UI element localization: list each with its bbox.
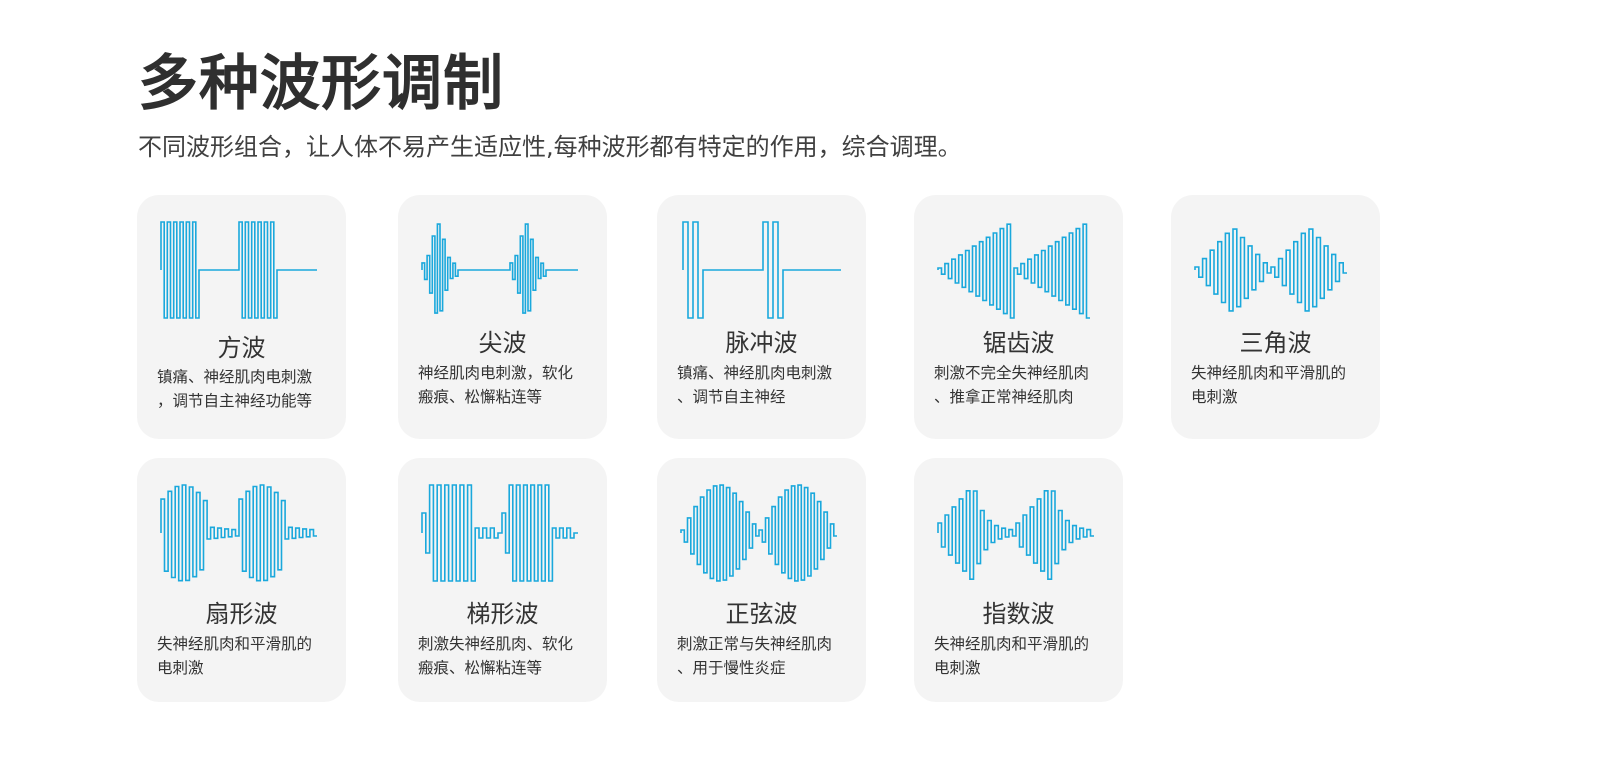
wave-card-spike: 尖波 神经肌肉电刺激，软化 瘢痕、松懈粘连等 (398, 195, 607, 439)
wave-description: 刺激失神经肌肉、软化 瘢痕、松懈粘连等 (418, 635, 574, 677)
wave-description: 失神经肌肉和平滑肌的 电刺激 (157, 635, 313, 677)
wave-name: 梯形波 (466, 600, 539, 628)
wave-card-triangle: 三角波 失神经肌肉和平滑肌的 电刺激 (1171, 195, 1380, 439)
waveform-path (937, 490, 1094, 580)
square-wave-icon (160, 221, 317, 319)
wave-name: 扇形波 (205, 600, 278, 628)
wave-description: 失神经肌肉和平滑肌的 电刺激 (934, 635, 1090, 677)
waveform-path (160, 221, 317, 319)
waveform-path (682, 221, 841, 319)
wave-name: 方波 (217, 334, 266, 362)
wave-description: 失神经肌肉和平滑肌的 电刺激 (1191, 364, 1347, 406)
fan-wave-icon (160, 484, 317, 582)
wave-card-fan: 扇形波 失神经肌肉和平滑肌的 电刺激 (137, 458, 346, 702)
wave-card-pulse: 脉冲波 镇痛、神经肌肉电刺激 、调节自主神经 (657, 195, 866, 439)
trapezoid-wave-icon (421, 484, 578, 582)
pulse-wave-icon (682, 221, 841, 319)
wave-card-exponential: 指数波 失神经肌肉和平滑肌的 电刺激 (914, 458, 1123, 702)
exponential-wave-icon (937, 490, 1094, 580)
wave-description: 刺激不完全失神经肌肉 、推拿正常神经肌肉 (934, 364, 1090, 406)
waveform-path (421, 484, 578, 582)
wave-description: 刺激正常与失神经肌肉 、用于慢性炎症 (677, 635, 833, 677)
wave-card-trapezoid: 梯形波 刺激失神经肌肉、软化 瘢痕、松懈粘连等 (398, 458, 607, 702)
wave-description: 镇痛、神经肌肉电刺激 ，调节自主神经功能等 (157, 368, 313, 410)
sine-wave-icon (680, 484, 837, 582)
waveform-path (160, 484, 317, 582)
wave-name: 锯齿波 (982, 329, 1055, 357)
waveform-path (421, 223, 578, 314)
page-title: 多种波形调制 (138, 49, 504, 119)
spike-wave-icon (421, 223, 578, 314)
wave-name: 正弦波 (725, 600, 798, 628)
wave-name: 三角波 (1239, 329, 1312, 357)
waveform-path (1194, 228, 1347, 312)
page-subtitle: 不同波形组合，让人体不易产生适应性,每种波形都有特定的作用，综合调理。 (138, 133, 962, 161)
wave-name: 尖波 (478, 329, 527, 357)
wave-name: 指数波 (982, 600, 1055, 628)
wave-card-square: 方波 镇痛、神经肌肉电刺激 ，调节自主神经功能等 (137, 195, 346, 439)
wave-card-sine: 正弦波 刺激正常与失神经肌肉 、用于慢性炎症 (657, 458, 866, 702)
wave-description: 镇痛、神经肌肉电刺激 、调节自主神经 (677, 364, 833, 406)
sawtooth-wave-icon (937, 223, 1090, 319)
waveform-path (680, 484, 837, 582)
wave-name: 脉冲波 (725, 329, 798, 357)
waveform-path (937, 223, 1090, 319)
wave-card-sawtooth: 锯齿波 刺激不完全失神经肌肉 、推拿正常神经肌肉 (914, 195, 1123, 439)
wave-description: 神经肌肉电刺激，软化 瘢痕、松懈粘连等 (418, 364, 574, 406)
triangle-wave-icon (1194, 228, 1347, 312)
